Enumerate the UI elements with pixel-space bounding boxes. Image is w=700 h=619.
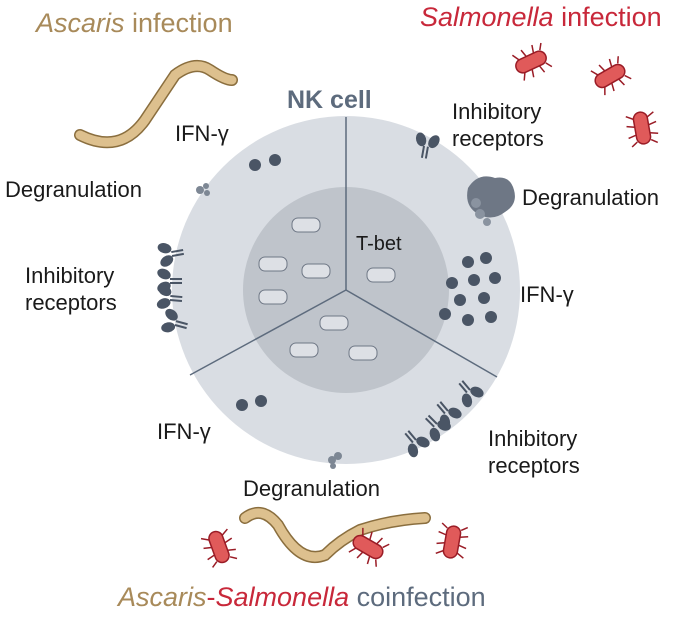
left-ifng-label: IFN-γ	[175, 121, 229, 146]
nk-cell-label: NK cell	[287, 86, 372, 114]
title-coinfection-dash: -	[206, 582, 216, 612]
left-inhibitory-label-line1: Inhibitory	[25, 263, 115, 288]
title-ascaris-suffix: infection	[124, 8, 233, 38]
degranulation-blob-left	[196, 183, 210, 196]
title-salmonella-suffix: infection	[553, 2, 662, 32]
title-salmonella-infection: Salmonella infection	[420, 4, 662, 31]
degranulation-blob-bottom	[328, 452, 342, 469]
sector-divider-left	[189, 289, 347, 376]
degranulation-blob-right	[467, 176, 515, 226]
bottom-inhibitory-label-line2: receptors	[488, 453, 580, 478]
title-ascaris-infection: Ascaris infection	[36, 10, 233, 37]
ifng-dots-bottom	[236, 395, 267, 411]
right-inhibitory-label-line2: receptors	[452, 126, 544, 151]
bottom-degranulation-label: Degranulation	[243, 476, 380, 501]
right-degranulation-label: Degranulation	[522, 185, 659, 210]
title-coinfection-suffix: coinfection	[349, 582, 486, 612]
left-degranulation-label: Degranulation	[5, 177, 142, 202]
bottom-ifng-label: IFN-γ	[157, 419, 211, 444]
right-inhibitory-label-line1: Inhibitory	[452, 99, 542, 124]
nucleus-label: T-bet	[356, 233, 402, 255]
chromatin-group	[258, 217, 396, 361]
ifng-dots-right	[439, 252, 501, 326]
bottom-inhibitory-label-line1: Inhibitory	[488, 426, 578, 451]
title-salmonella-organism: Salmonella	[420, 2, 554, 32]
ifng-dots-left	[249, 154, 281, 171]
right-ifng-label: IFN-γ	[520, 282, 574, 307]
title-ascaris-organism: Ascaris	[36, 8, 125, 38]
sector-divider-right	[345, 289, 498, 378]
left-inhibitory-label-line2: receptors	[25, 290, 117, 315]
title-coinfection-ascaris: Ascaris	[118, 582, 207, 612]
title-coinfection-salmonella: Salmonella	[215, 582, 350, 612]
title-coinfection: Ascaris-Salmonella coinfection	[118, 584, 486, 611]
